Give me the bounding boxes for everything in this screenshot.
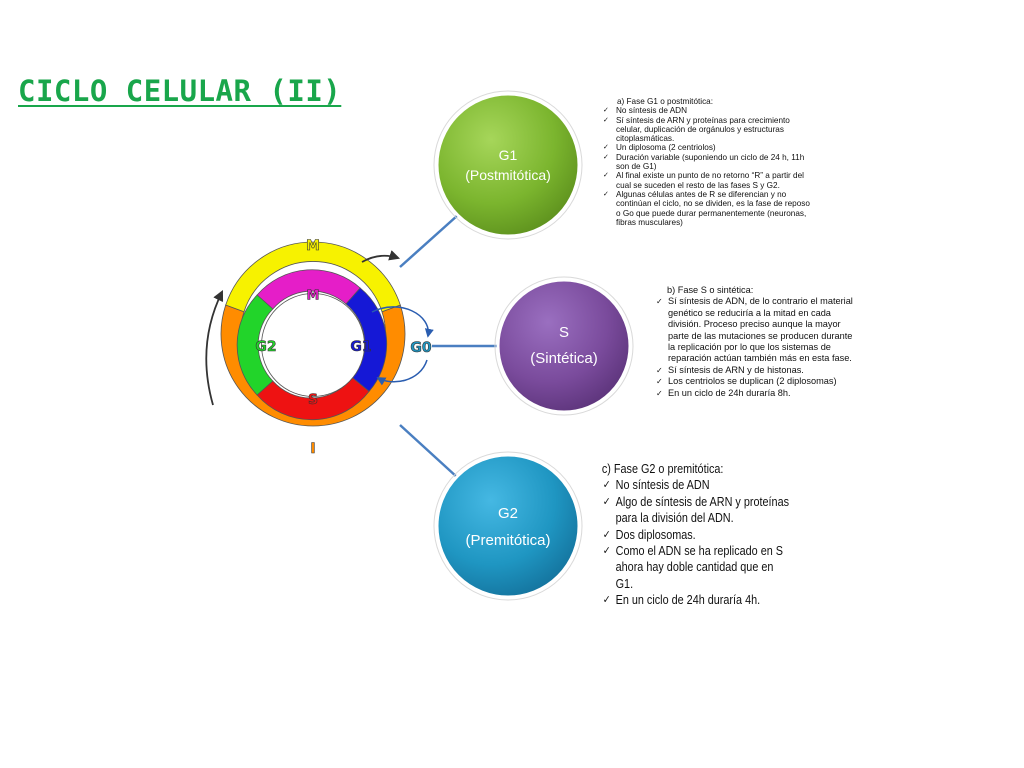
connector-g1: [399, 214, 459, 268]
bubble-s-line1: S: [559, 324, 569, 341]
cycle-arrow-top-icon: [361, 250, 401, 263]
notes-g2-item: No síntesis de ADN: [601, 477, 790, 494]
notes-g1-item: Al final existe un punto de no retorno “…: [603, 171, 815, 190]
notes-g1: a) Fase G1 o postmitótica: No síntesis d…: [603, 97, 815, 227]
notes-g2: c) Fase G2 o premitótica: No síntesis de…: [601, 461, 790, 609]
g0-return-arrow-icon: [376, 359, 428, 386]
notes-g1-item: Sí síntesis de ARN y proteínas para crec…: [603, 116, 815, 144]
g0-loop-arrow-icon: [371, 306, 434, 338]
notes-s-heading: b) Fase S o sintética:: [667, 285, 754, 295]
notes-s-item: Sí síntesis de ARN y de histonas.: [653, 365, 853, 377]
label-outer-m: M: [306, 238, 320, 254]
label-s: S: [308, 392, 318, 408]
bubble-g1-line1: G1: [499, 147, 518, 163]
bubble-s-line2: (Sintética): [530, 350, 598, 367]
notes-g1-item: Un diplosoma (2 centriolos): [603, 143, 815, 153]
bubble-s: S (Sintética): [494, 276, 634, 416]
connector-g2: [399, 424, 459, 479]
cycle-arrow-left-icon: [205, 290, 224, 406]
bubble-g2: G2 (Premitótica): [433, 451, 583, 601]
notes-s-item: Los centriolos se duplican (2 diplosomas…: [653, 376, 853, 388]
page-title: CICLO CELULAR (II): [18, 74, 342, 108]
notes-g2-item: Como el ADN se ha replicado en S ahora h…: [601, 543, 790, 592]
notes-s-item: Sí síntesis de ADN, de lo contrario el m…: [653, 296, 853, 364]
notes-g1-item: No síntesis de ADN: [603, 106, 815, 116]
ring-center: [261, 293, 365, 397]
inner-ring-g2: [236, 294, 274, 396]
bubble-g1: G1 (Postmitótica): [433, 90, 583, 240]
bubble-g2-line1: G2: [498, 505, 518, 522]
notes-g1-heading: a) Fase G1 o postmitótica:: [617, 97, 714, 106]
outer-ring-mitosis: [225, 241, 401, 313]
notes-s-item: En un ciclo de 24h duraría 8h.: [653, 388, 853, 400]
bubble-g2-line2: (Premitótica): [465, 532, 550, 549]
label-g0: G0: [410, 340, 431, 356]
label-g2: G2: [255, 339, 276, 355]
notes-s: b) Fase S o sintética: Sí síntesis de AD…: [653, 285, 853, 399]
notes-g1-item: Duración variable (suponiendo un ciclo d…: [603, 153, 815, 172]
bubble-g1-line2: (Postmitótica): [465, 167, 551, 183]
label-inner-m: M: [307, 289, 320, 304]
notes-g2-heading: c) Fase G2 o premitótica:: [601, 462, 724, 476]
notes-g2-item: Dos diplosomas.: [601, 527, 790, 544]
notes-g2-item: Algo de síntesis de ARN y proteínas para…: [601, 494, 790, 527]
label-i: I: [310, 441, 315, 457]
notes-g2-item: En un ciclo de 24h duraría 4h.: [601, 592, 790, 609]
inner-ring: [236, 269, 388, 421]
label-g1: G1: [350, 339, 371, 355]
notes-g1-item: Algunas células antes de R se diferencia…: [603, 190, 815, 227]
